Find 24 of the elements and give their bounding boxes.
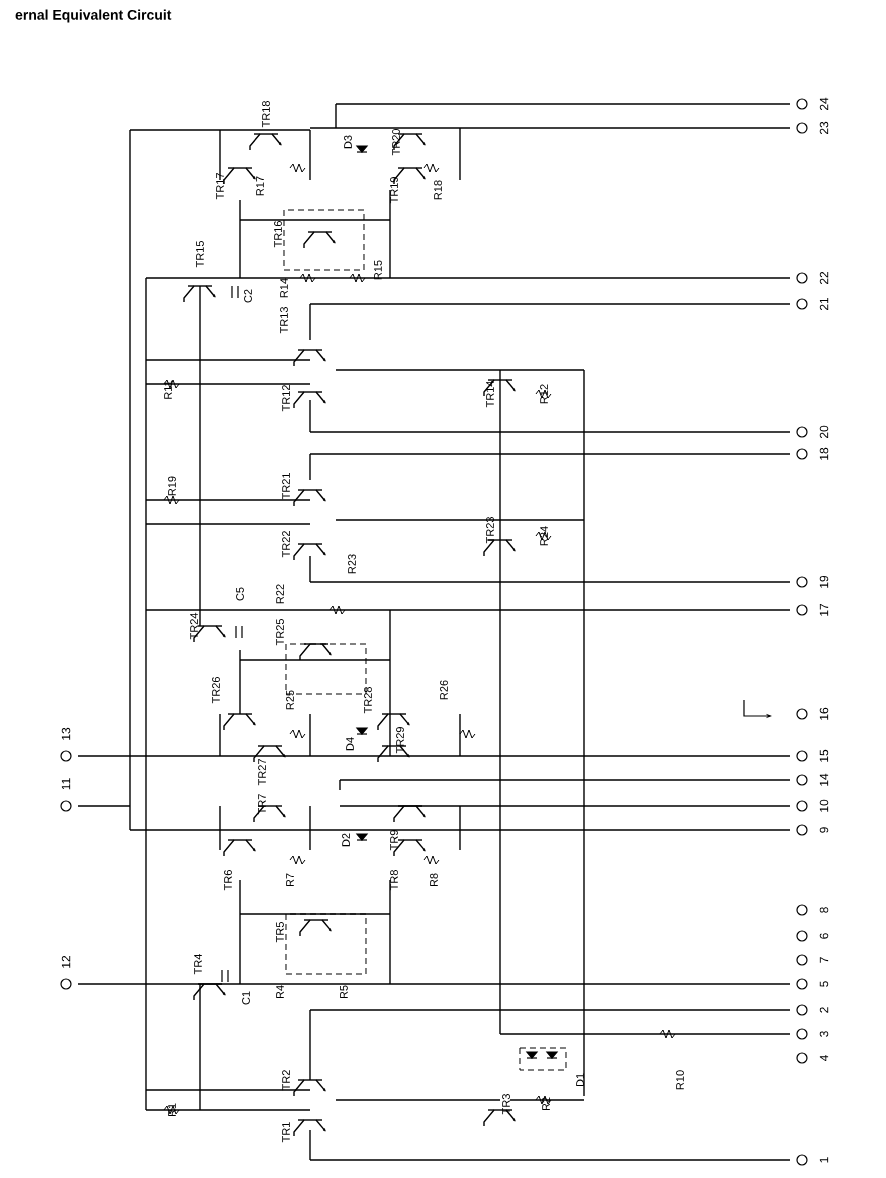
terminal <box>796 774 808 786</box>
terminal <box>60 800 72 812</box>
terminal <box>796 904 808 916</box>
terminal <box>60 750 72 762</box>
terminal <box>796 122 808 134</box>
terminal <box>796 708 808 720</box>
terminal <box>796 824 808 836</box>
terminal <box>796 576 808 588</box>
terminal <box>796 930 808 942</box>
terminal <box>796 1052 808 1064</box>
terminal <box>796 954 808 966</box>
terminal <box>796 272 808 284</box>
terminal <box>796 1004 808 1016</box>
terminal <box>796 800 808 812</box>
terminal <box>796 98 808 110</box>
terminal <box>796 1154 808 1166</box>
terminal <box>60 978 72 990</box>
terminal <box>796 448 808 460</box>
terminal <box>796 978 808 990</box>
terminal <box>796 426 808 438</box>
terminal <box>796 1028 808 1040</box>
terminal <box>796 604 808 616</box>
terminal <box>796 298 808 310</box>
terminal <box>796 750 808 762</box>
